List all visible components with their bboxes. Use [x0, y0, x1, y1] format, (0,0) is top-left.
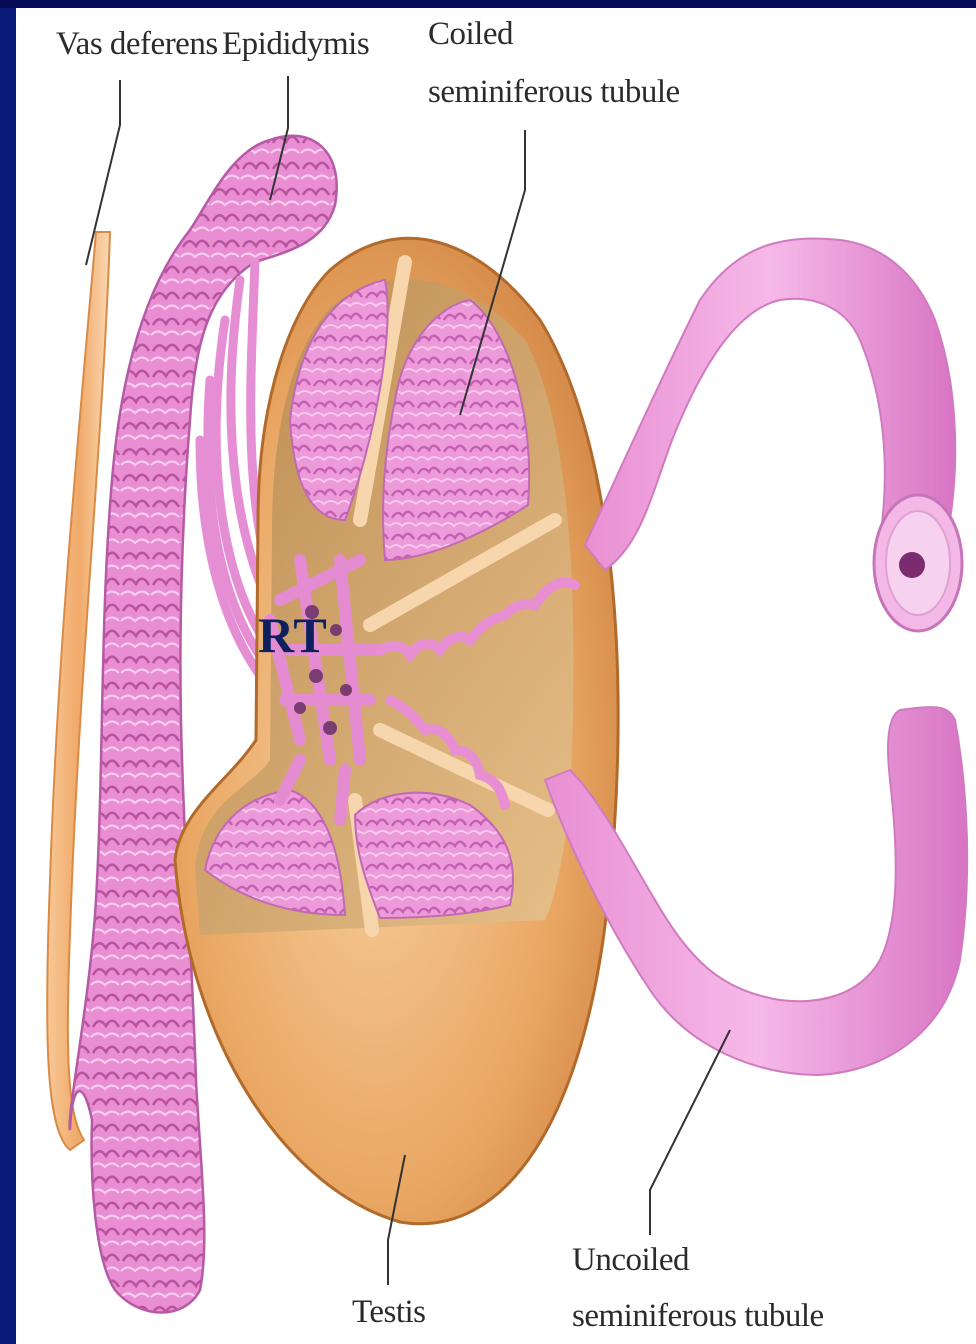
- label-coiled: Coiled: [428, 14, 513, 55]
- tubule-cross-section: [874, 495, 962, 631]
- label-epididymis: Epididymis: [222, 24, 369, 65]
- label-testis: Testis: [352, 1292, 426, 1333]
- label-coiled-seminiferous: seminiferous tubule: [428, 72, 680, 113]
- label-uncoiled: Uncoiled: [572, 1240, 689, 1281]
- label-uncoiled-seminiferous: seminiferous tubule: [572, 1296, 824, 1337]
- label-rete-testis: RT: [258, 606, 328, 664]
- label-vas-deferens: Vas deferens: [56, 24, 218, 65]
